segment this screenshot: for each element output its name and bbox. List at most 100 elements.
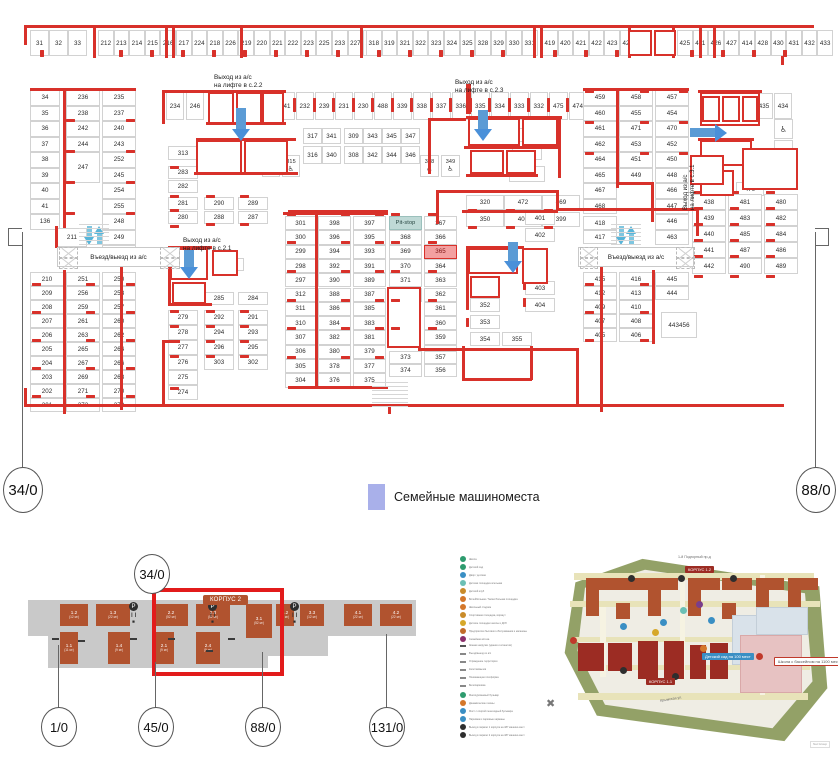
building-section-2-1[interactable]: 2.1(9 м²)	[154, 632, 174, 664]
spot-cell: 316	[303, 146, 322, 164]
spot-cell: 40	[30, 183, 60, 199]
spot-cell: 234	[166, 92, 184, 120]
expand-icon[interactable]: ✖	[546, 698, 556, 710]
site-legend-label: Калитка/вызов	[469, 668, 487, 671]
parking-marker-1[interactable]: P	[208, 602, 217, 611]
interior-wall	[576, 348, 579, 406]
entrance-arrow	[168, 638, 175, 640]
spot-cell: 245	[102, 167, 136, 183]
spot-marker	[86, 311, 95, 315]
building-section-1-4[interactable]: 1.4(9 м²)	[108, 632, 130, 664]
spot-cell: 442	[692, 258, 726, 274]
entrance-arrow	[78, 640, 85, 642]
spot-marker	[584, 50, 588, 57]
spot-cell: 209	[30, 286, 64, 300]
top-wall-divider	[240, 28, 243, 58]
spot-marker	[274, 50, 278, 57]
spot-cell: 355	[502, 332, 532, 346]
spot-cell: 462	[583, 136, 617, 152]
spot-cell: 301	[285, 216, 316, 231]
spot-cell: 443456	[661, 312, 697, 338]
spot-cell: 418	[583, 216, 617, 230]
spot-cell: 413	[619, 286, 653, 300]
entrance-arrow	[130, 638, 137, 640]
entrance-arrow	[52, 638, 59, 640]
top-spot: 214	[129, 30, 145, 56]
top-spot: 428	[755, 30, 771, 56]
spot-marker	[341, 241, 350, 244]
building-section-id: 1.1	[65, 643, 73, 648]
korpus-2-tag: КОРПУС 2	[203, 595, 249, 605]
spot-cell: 377	[353, 359, 386, 374]
spot-marker	[375, 213, 384, 216]
spot-cell: 290	[204, 197, 234, 210]
site-legend-marker	[460, 620, 466, 626]
top-spot: 223	[300, 30, 317, 56]
spot-cell: 441	[692, 242, 726, 258]
spot-marker	[336, 50, 340, 57]
site-pin-0	[628, 575, 635, 582]
right-block-spine	[616, 88, 619, 188]
spot-cell: 388	[318, 287, 351, 302]
spot-marker	[566, 98, 569, 112]
top-wall-divider	[93, 28, 96, 58]
top-spot: 220	[254, 30, 270, 56]
spot-cell: 136	[30, 214, 60, 230]
building-section-4-1[interactable]: 4.1(22 м²)	[344, 604, 372, 626]
spot-marker	[240, 325, 249, 328]
spot-marker	[375, 270, 384, 273]
spot-cell: 232	[295, 92, 314, 120]
parking-marker-2[interactable]: P	[290, 602, 299, 611]
spot-cell: 406	[619, 328, 653, 342]
site-callout-kindergarten: Детский сад на 100 мест	[702, 653, 754, 660]
site-legend-item: Семейная аптека	[460, 636, 489, 642]
spot-cell: 345	[382, 128, 401, 144]
spot-marker	[126, 283, 135, 287]
site-legend-marker	[460, 556, 466, 562]
building-section-2-3[interactable]: 2.3(52 м²)	[196, 604, 230, 626]
core-22-a	[208, 92, 234, 124]
spot-marker	[66, 150, 75, 154]
left-block-spine	[63, 88, 66, 248]
building-section-4-2[interactable]: 4.2(22 м²)	[380, 604, 412, 626]
top-spot: 414	[739, 30, 755, 56]
site-korpus-upper-10	[688, 590, 701, 616]
interior-room	[742, 96, 758, 122]
spot-marker	[679, 90, 688, 93]
interior-wall	[556, 190, 559, 210]
building-section-3-3[interactable]: 3.3(12 м²)	[300, 604, 324, 626]
interior-wall	[120, 260, 123, 410]
entry-exit-left-x2	[59, 257, 78, 269]
spot-marker	[240, 195, 249, 198]
site-legend-label: Велопарковка	[469, 684, 486, 687]
korpus-2-highlight[interactable]	[152, 588, 284, 676]
spot-marker	[341, 299, 350, 302]
interior-wall	[168, 246, 212, 249]
spot-cell: 386	[318, 301, 351, 317]
spot-cell: 206	[30, 328, 64, 342]
spot-cell: 39	[30, 167, 60, 183]
spot-marker	[66, 181, 75, 185]
interior-wall	[428, 118, 431, 174]
top-spot: 426	[708, 30, 724, 56]
building-section-3-1[interactable]: 3.1(52 м²)	[246, 604, 272, 638]
spot-cell: 249	[102, 229, 136, 245]
interior-wall	[558, 208, 698, 211]
spot-cell: 360	[424, 316, 457, 331]
spot-cell: 279	[168, 310, 198, 325]
bldg-axis-3: 88/0	[245, 707, 281, 747]
spot-cell: 302	[238, 355, 268, 370]
interior-wall	[194, 172, 298, 175]
site-legend-marker	[460, 668, 466, 671]
building-section-1-1[interactable]: 1.1(11 м²)	[60, 632, 78, 664]
building-section-1-3[interactable]: 1.3(22 м²)	[96, 604, 130, 626]
spot-marker	[66, 212, 75, 216]
spot-marker	[32, 311, 41, 315]
spot-cell: 207	[30, 314, 64, 328]
site-court-small	[756, 607, 808, 635]
building-section-1-2[interactable]: 1.2(12 м²)	[60, 604, 88, 626]
parking-marker-0[interactable]: P	[129, 602, 138, 611]
spot-marker	[86, 283, 95, 287]
building-section-2-2[interactable]: 2.2(52 м²)	[154, 604, 188, 626]
